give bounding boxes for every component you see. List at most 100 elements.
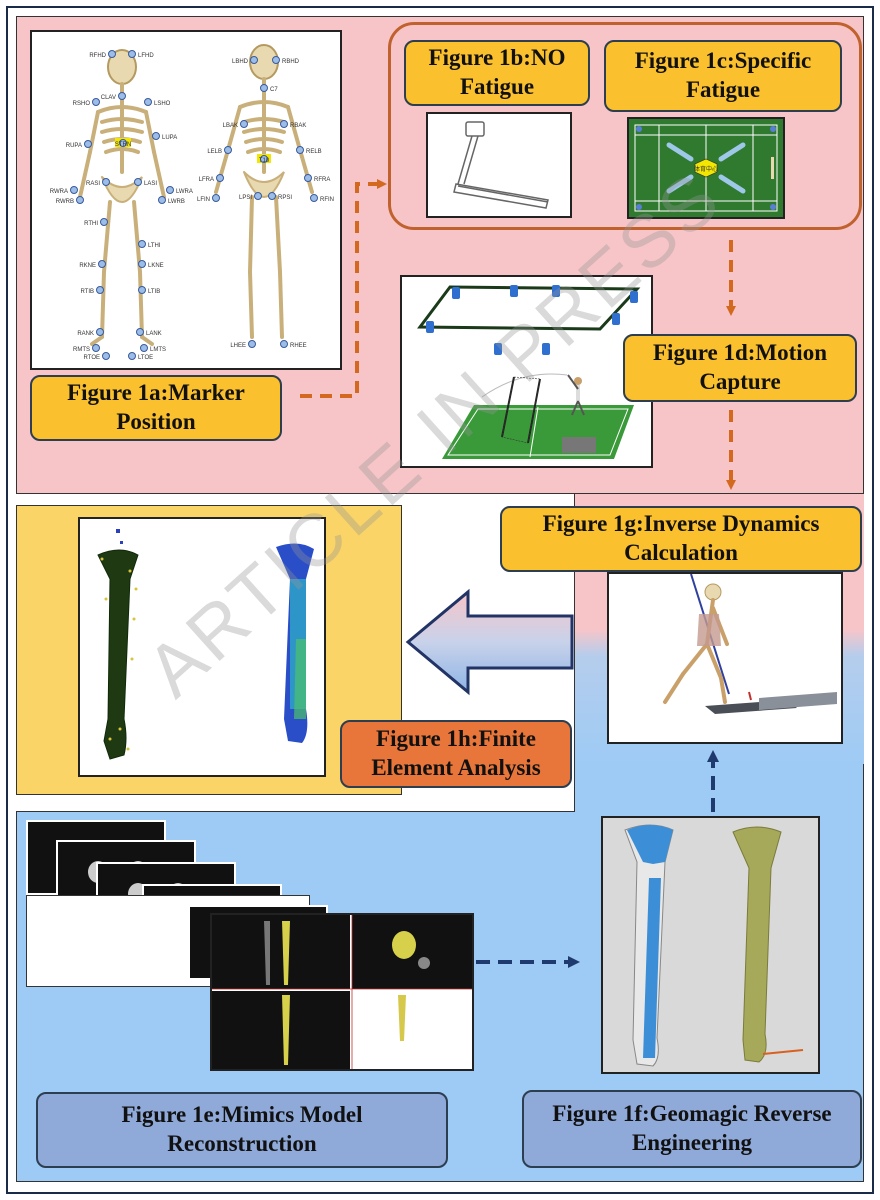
fatigue-group-frame xyxy=(388,22,862,230)
court-top-svg: 体育中心 xyxy=(634,124,778,212)
marker-rbhd xyxy=(272,56,280,64)
marker-label-lank: LANK xyxy=(146,331,162,337)
label-fig1c: Figure 1c:Specific Fatigue xyxy=(604,40,842,112)
marker-rupa xyxy=(84,140,92,148)
label-fig1h-text: Figure 1h:Finite Element Analysis xyxy=(371,726,541,780)
marker-label-lelb: LELB xyxy=(207,149,222,155)
marker-lasi xyxy=(134,178,142,186)
label-fig1d-text: Figure 1d:Motion Capture xyxy=(653,340,827,394)
marker-label-rmts: RMTS xyxy=(73,347,90,353)
marker-label-lwrb: LWRB xyxy=(168,199,185,205)
outer-frame xyxy=(6,6,874,1194)
marker-label-rtib: RTIB xyxy=(80,289,94,295)
marker-rfin xyxy=(310,194,318,202)
marker-label-relb: RELB xyxy=(306,149,322,155)
fea-tibia-image xyxy=(78,517,326,777)
marker-rbak xyxy=(280,120,288,128)
marker-label-lfra: LFRA xyxy=(199,177,214,183)
label-fig1g: Figure 1g:Inverse Dynamics Calculation xyxy=(500,506,862,572)
arrow-1a-to-1b xyxy=(300,179,387,398)
marker-lhee xyxy=(248,340,256,348)
marker-label-rwra: RWRA xyxy=(50,189,68,195)
label-fig1b-text: Figure 1b:NO Fatigue xyxy=(428,45,566,99)
marker-label-clav: CLAV xyxy=(101,95,116,101)
geomagic-bones-image xyxy=(601,816,820,1074)
marker-label-lsho: LSHO xyxy=(154,101,171,107)
marker-label-rfhd: RFHD xyxy=(89,53,106,59)
marker-label-rasi: RASI xyxy=(86,181,100,187)
marker-rkne xyxy=(98,260,106,268)
label-fig1h: Figure 1h:Finite Element Analysis xyxy=(340,720,572,788)
treadmill-svg xyxy=(453,121,549,209)
mimics-viewer xyxy=(210,913,474,1071)
marker-rwrb xyxy=(76,196,84,204)
marker-lupa xyxy=(152,132,160,140)
treadmill-image xyxy=(426,112,572,218)
marker-c7 xyxy=(260,84,268,92)
marker-label-lhee: LHEE xyxy=(230,343,246,349)
marker-label-rbak: RBAK xyxy=(290,123,306,129)
marker-label-rsho: RSHO xyxy=(73,101,91,107)
marker-label-rpsi: RPSI xyxy=(278,195,292,201)
marker-lbak xyxy=(240,120,248,128)
marker-label-lpsi: LPSI xyxy=(239,195,252,201)
label-fig1a-text: Figure 1a:Marker Position xyxy=(67,380,245,434)
marker-rthi xyxy=(100,218,108,226)
marker-t10 xyxy=(260,155,268,163)
geomagic-bones-svg xyxy=(624,824,804,1067)
court-center-sign: 体育中心 xyxy=(694,165,718,173)
marker-label-t10: T10 xyxy=(259,158,270,164)
marker-label-lbhd: LBHD xyxy=(232,59,249,65)
marker-label-lupa: LUPA xyxy=(162,135,177,141)
marker-label-c7: C7 xyxy=(270,87,278,93)
marker-lwrb xyxy=(158,196,166,204)
marker-strn xyxy=(119,139,127,147)
marker-rwra xyxy=(70,186,78,194)
marker-clav xyxy=(118,92,126,100)
marker-lank xyxy=(136,328,144,336)
marker-rtoe xyxy=(102,352,110,360)
front-skeleton xyxy=(78,49,166,346)
marker-rpsi xyxy=(268,192,276,200)
marker-rasi xyxy=(102,178,110,186)
marker-rfra xyxy=(304,174,312,182)
marker-label-strn: STRN xyxy=(115,142,131,148)
marker-rsho xyxy=(92,98,100,106)
marker-label-lmts: LMTS xyxy=(150,347,166,353)
marker-rtib xyxy=(96,286,104,294)
motion-capture-image xyxy=(400,275,653,468)
marker-label-rupa: RUPA xyxy=(66,143,82,149)
marker-label-lbak: LBAK xyxy=(223,123,238,129)
motion-capture-svg xyxy=(417,285,641,459)
marker-label-rbhd: RBHD xyxy=(282,59,300,65)
fea-tibia-svg xyxy=(97,529,314,760)
marker-lmts xyxy=(140,344,148,352)
marker-label-rthi: RTHI xyxy=(84,221,98,227)
marker-label-ltib: LTIB xyxy=(148,289,160,295)
marker-lthi xyxy=(138,240,146,248)
marker-lfhd xyxy=(128,50,136,58)
marker-lfin xyxy=(212,194,220,202)
marker-rank xyxy=(96,328,104,336)
marker-label-rkne: RKNE xyxy=(79,263,96,269)
marker-lsho xyxy=(144,98,152,106)
marker-label-lasi: LASI xyxy=(144,181,157,187)
label-fig1f: Figure 1f:Geomagic Reverse Engineering xyxy=(522,1090,862,1168)
marker-label-ltoe: LTOE xyxy=(138,355,153,361)
marker-lkne xyxy=(138,260,146,268)
label-fig1d: Figure 1d:Motion Capture xyxy=(623,334,857,402)
marker-label-rank: RANK xyxy=(77,331,94,337)
marker-label-lthi: LTHI xyxy=(148,243,161,249)
inverse-dynamics-image xyxy=(607,572,843,744)
label-fig1g-text: Figure 1g:Inverse Dynamics Calculation xyxy=(542,511,820,565)
marker-lbhd xyxy=(250,56,258,64)
marker-label-rfra: RFRA xyxy=(314,177,330,183)
court-top-image: 体育中心 xyxy=(627,117,785,219)
label-fig1f-text: Figure 1f:Geomagic Reverse Engineering xyxy=(552,1101,832,1155)
mimics-viewer-svg xyxy=(212,915,472,1069)
label-fig1c-text: Figure 1c:Specific Fatigue xyxy=(634,48,812,102)
